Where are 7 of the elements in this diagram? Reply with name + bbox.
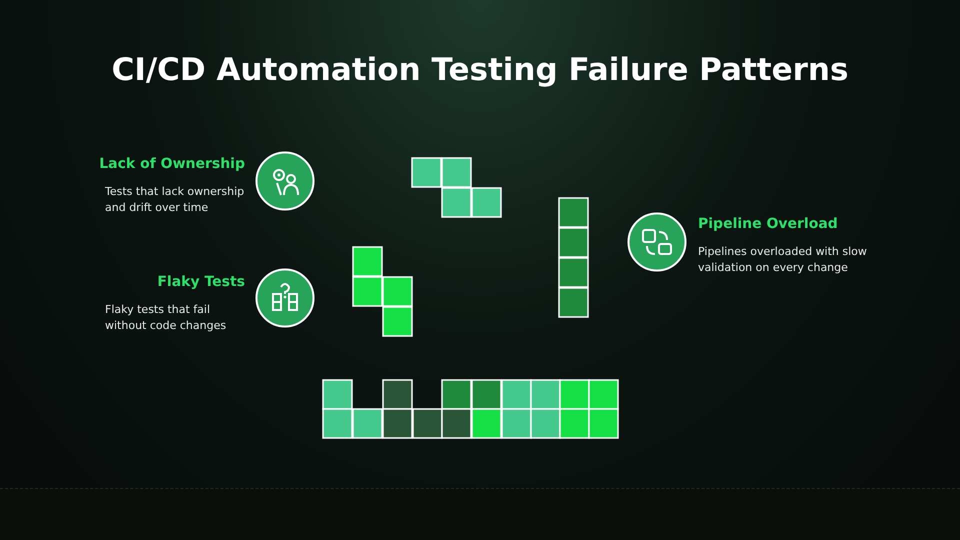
title: CI/CD Automation Testing Failure Patterns	[110, 52, 850, 88]
feature-heading: Pipeline Overload	[698, 216, 838, 232]
feature-heading: Flaky Tests	[156, 274, 245, 290]
feature-description: Tests that lack ownership and drift over time	[105, 184, 245, 216]
feature-heading: Lack of Ownership	[98, 156, 245, 172]
feature-description: Flaky tests that fail without code changes	[105, 302, 228, 334]
feature-description: Pipelines overloaded with slow validation on every change	[698, 244, 868, 276]
